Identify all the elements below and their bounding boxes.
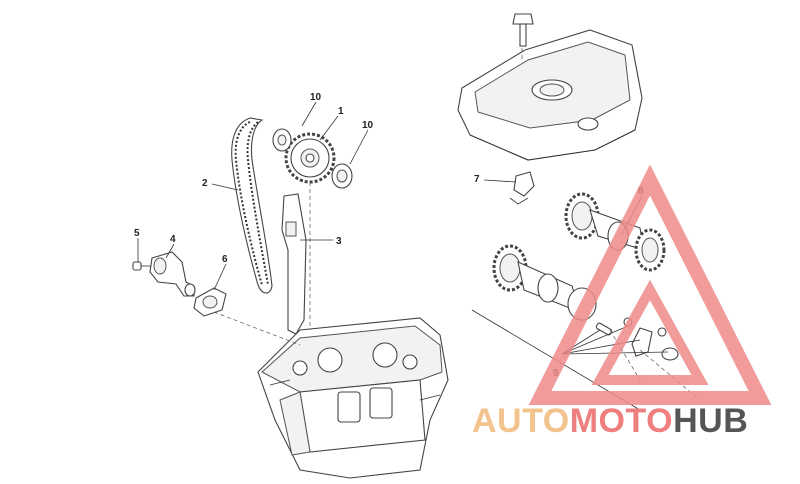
valve-cover-bolt xyxy=(512,13,534,47)
callout-2: 2 xyxy=(202,178,208,189)
callout-7: 7 xyxy=(474,174,480,185)
chain-guide xyxy=(281,193,307,335)
watermark-logo xyxy=(528,164,772,405)
valve-cover xyxy=(457,29,643,161)
intake-camshaft xyxy=(564,192,666,272)
callout-10-left: 10 xyxy=(310,92,322,103)
watermark-triangle-inner xyxy=(591,279,709,385)
callout-3: 3 xyxy=(336,236,342,247)
cylinder-head xyxy=(257,317,449,479)
watermark-moto: MOTO xyxy=(570,402,673,440)
watermark-auto: AUTO xyxy=(472,402,570,440)
watermark-text: AUTOMOTOHUB xyxy=(472,402,748,440)
watermark-triangle-outer xyxy=(528,164,772,405)
callout-5: 5 xyxy=(134,228,140,239)
tensioner-gasket xyxy=(193,287,227,317)
callout-1: 1 xyxy=(338,106,344,117)
callout-6: 6 xyxy=(222,254,228,265)
callout-4: 4 xyxy=(170,234,176,245)
bearing-left xyxy=(272,128,292,152)
cam-chain xyxy=(231,117,273,294)
bearing-right xyxy=(331,163,353,189)
chain-tensioner xyxy=(149,251,196,297)
tensioner-bolt xyxy=(132,261,152,271)
watermark-hub: HUB xyxy=(673,402,748,440)
retaining-clip xyxy=(509,171,535,205)
cam-sprocket xyxy=(284,132,336,184)
callout-10-right: 10 xyxy=(362,120,374,131)
